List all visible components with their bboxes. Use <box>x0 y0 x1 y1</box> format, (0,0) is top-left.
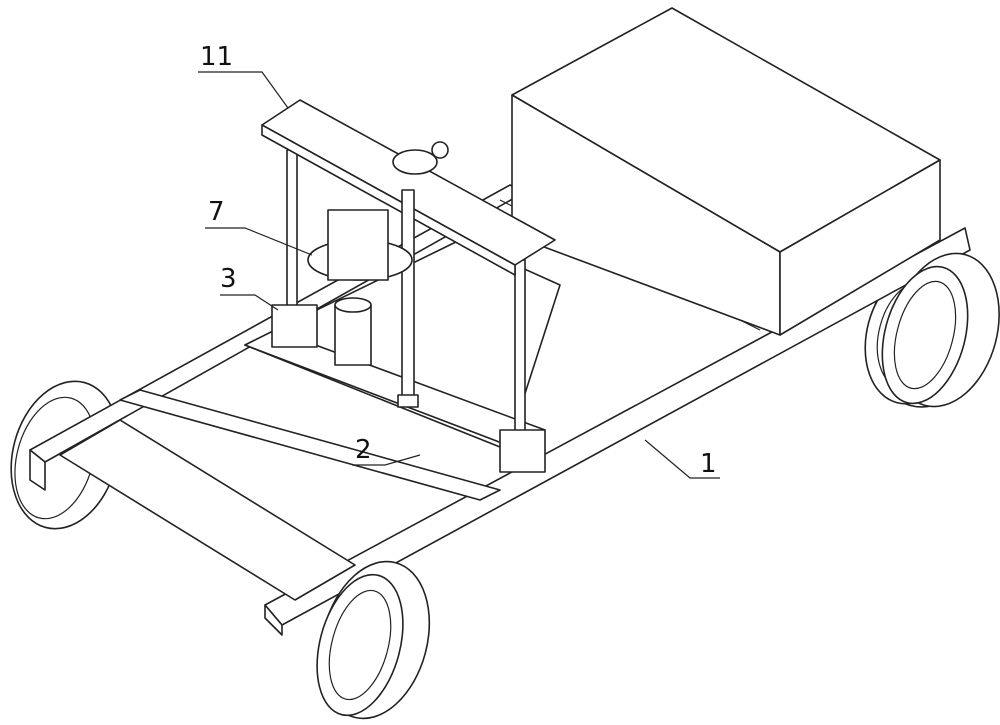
label-11: 11 <box>200 42 233 72</box>
leader-3 <box>220 295 278 310</box>
label-3: 3 <box>220 264 237 294</box>
label-7: 7 <box>208 197 225 227</box>
label-2: 2 <box>355 435 372 465</box>
label-1: 1 <box>700 449 717 479</box>
leader-11 <box>198 72 288 108</box>
